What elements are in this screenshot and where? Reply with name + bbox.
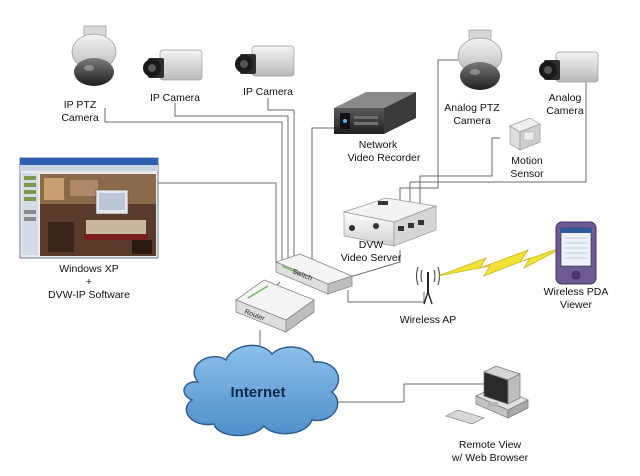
- wire-ip-camera-1: [174, 103, 289, 262]
- switch-icon: [274, 253, 354, 295]
- label-dvw-line2: Video Server: [341, 252, 402, 264]
- remote-pc-icon: [445, 365, 529, 425]
- wire-ip-camera-2: [267, 98, 295, 262]
- label-pda-line1: Wireless PDA: [544, 286, 609, 298]
- wireless-link-lightning-icon: [437, 245, 567, 277]
- diagram-labels: IP PTZ Camera IP Camera IP Camera Networ…: [48, 86, 608, 464]
- wire-analog-ptz: [399, 59, 462, 205]
- label-ip-camera-1: IP Camera: [150, 92, 200, 104]
- label-ip-camera-2: IP Camera: [243, 86, 293, 98]
- label-analog-camera-line2: Camera: [546, 105, 584, 117]
- label-motion-sensor-line1: Motion: [511, 155, 543, 167]
- label-nvr-line1: Network: [359, 139, 398, 151]
- label-nvr-line2: Video Recorder: [348, 152, 421, 164]
- label-wireless-ap: Wireless AP: [400, 314, 457, 326]
- dvw-video-server-icon: [342, 197, 438, 247]
- wire-remote-view: [338, 383, 484, 403]
- label-dvw-line1: DVW: [359, 239, 384, 251]
- wire-wireless-ap: [347, 290, 425, 303]
- label-ip-ptz-camera-line1: IP PTZ: [64, 99, 97, 111]
- ip-camera-1-icon: [143, 49, 203, 81]
- label-analog-ptz-line1: Analog PTZ: [444, 102, 500, 114]
- analog-camera-icon: [539, 51, 599, 83]
- label-windows-xp-line2: +: [86, 276, 92, 288]
- internet-cloud-icon: [183, 344, 340, 437]
- wire-dvw-server: [339, 250, 401, 281]
- network-video-recorder-icon: [334, 92, 416, 134]
- router-icon: [235, 279, 315, 333]
- label-ip-ptz-camera-line2: Camera: [61, 112, 99, 124]
- ip-camera-2-icon: [235, 45, 295, 77]
- wire-analog-camera: [409, 80, 587, 205]
- label-pda-line2: Viewer: [560, 299, 592, 311]
- motion-sensor-icon: [509, 117, 541, 151]
- wire-motion-sensor: [419, 137, 500, 205]
- wire-nvr: [311, 127, 340, 262]
- label-motion-sensor-line2: Sensor: [510, 168, 544, 180]
- label-remote-view-line1: Remote View: [459, 439, 522, 451]
- ip-ptz-camera-icon: [71, 25, 117, 86]
- label-analog-camera-line1: Analog: [549, 92, 582, 104]
- dvw-ip-software-screenshot: [19, 157, 159, 259]
- label-internet: Internet: [230, 384, 285, 401]
- connection-wires: [104, 59, 587, 403]
- wire-windows-pc: [158, 182, 277, 262]
- wire-ip-ptz: [104, 108, 283, 262]
- label-analog-ptz-line2: Camera: [453, 115, 491, 127]
- label-remote-view-line2: w/ Web Browser: [451, 452, 529, 464]
- label-windows-xp-line3: DVW-IP Software: [48, 289, 130, 301]
- label-windows-xp-line1: Windows XP: [59, 263, 119, 275]
- wireless-ap-icon: [416, 266, 440, 305]
- analog-ptz-camera-icon: [457, 29, 503, 90]
- wireless-pda-icon: [555, 221, 597, 285]
